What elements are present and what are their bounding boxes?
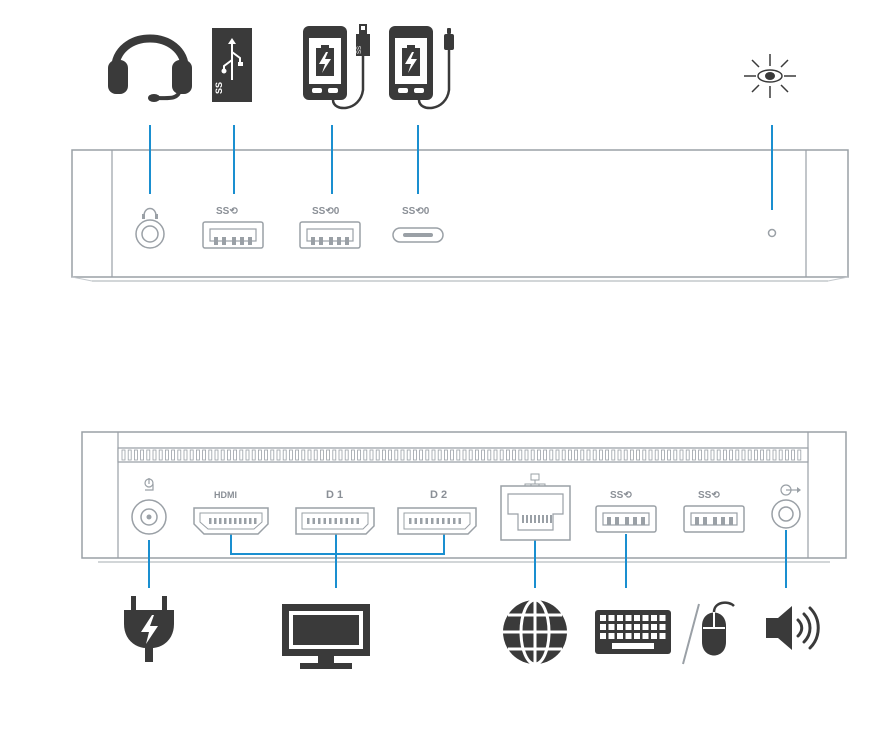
usb-stick-icon: SS <box>212 28 252 102</box>
svg-text:SS: SS <box>357 46 363 54</box>
separator-slash <box>683 604 699 664</box>
front-power-led <box>769 230 776 237</box>
dp1-label: D 1 <box>326 489 343 501</box>
front-usb-1-label: SS⟲ <box>216 206 238 217</box>
front-usb-c-label: SS⟲0 <box>402 206 430 217</box>
front-dock-body <box>72 150 848 281</box>
monitor-icon <box>282 604 370 669</box>
hdmi-label: HDMI <box>214 490 237 500</box>
keyboard-icon <box>595 610 671 654</box>
svg-text:SS: SS <box>214 82 224 94</box>
phone-usb-c-icon <box>389 26 454 108</box>
mouse-icon <box>702 603 734 656</box>
rear-usb-2-label: SS⟲ <box>698 490 720 501</box>
speaker-icon <box>766 606 818 650</box>
rear-view: HDMI D 1 D 2 <box>82 432 846 669</box>
front-view: SS SS <box>72 24 848 281</box>
front-usb-2-label: SS⟲0 <box>312 206 340 217</box>
dp2-label: D 2 <box>430 489 447 501</box>
globe-icon <box>503 600 567 664</box>
power-plug-icon <box>124 596 174 662</box>
led-light-icon <box>744 54 796 98</box>
rear-usb-1-label: SS⟲ <box>610 490 632 501</box>
headset-icon <box>108 39 192 103</box>
phone-usb-a-icon: SS <box>303 24 370 108</box>
